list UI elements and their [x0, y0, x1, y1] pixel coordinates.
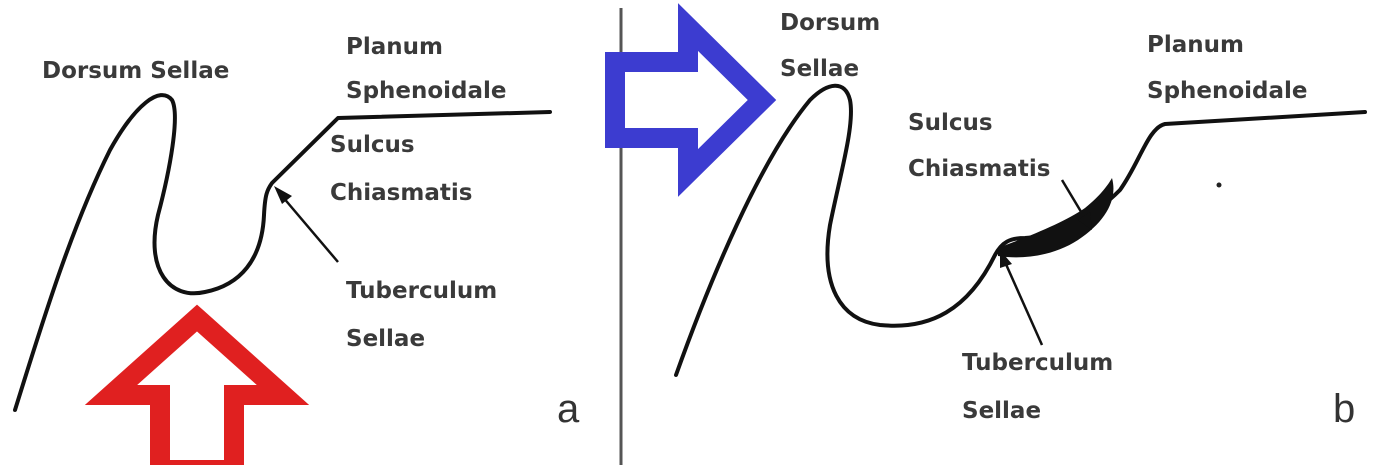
panel-b-planum-label-1: Planum [1147, 32, 1244, 58]
panel-b-sulcus-thickening [998, 178, 1113, 257]
panel-a: Dorsum Sellae Planum Sphenoidale Sulcus … [15, 34, 580, 465]
panel-a-tuberculum-arrowhead [274, 186, 292, 204]
panel-b-tuberculum-label-2: Sellae [962, 398, 1041, 424]
panel-b-planum-label-2: Sphenoidale [1147, 78, 1308, 104]
panel-a-up-arrow [111, 318, 283, 465]
panel-b: Dorsum Sellae Planum Sphenoidale Sulcus … [615, 10, 1365, 431]
panel-b-tuberculum-label-1: Tuberculum [962, 350, 1113, 376]
panel-b-sulcus-label-1: Sulcus [908, 110, 993, 136]
panel-a-tuberculum-label-2: Sellae [346, 326, 425, 352]
panel-a-letter: a [557, 387, 580, 431]
panel-b-letter: b [1333, 387, 1355, 431]
panel-a-planum-label-1: Planum [346, 34, 443, 60]
panel-a-sulcus-label-1: Sulcus [330, 132, 415, 158]
panel-a-sella-outline [15, 95, 550, 410]
panel-b-right-arrow [615, 27, 762, 173]
panel-a-tuberculum-label-1: Tuberculum [346, 278, 497, 304]
panel-a-planum-label-2: Sphenoidale [346, 78, 507, 104]
panel-b-sulcus-pointer [1062, 180, 1086, 220]
panel-b-tuberculum-pointer [1005, 262, 1042, 345]
panel-b-dorsum-label-1: Dorsum [780, 10, 880, 36]
panel-b-sella-outline [676, 86, 1365, 375]
panel-b-dorsum-label-2: Sellae [780, 56, 859, 82]
panel-b-speck [1217, 183, 1222, 188]
panel-b-sulcus-label-2: Chiasmatis [908, 156, 1050, 182]
panel-a-dorsum-sellae-label: Dorsum Sellae [42, 58, 229, 84]
panel-a-sulcus-label-2: Chiasmatis [330, 180, 472, 206]
